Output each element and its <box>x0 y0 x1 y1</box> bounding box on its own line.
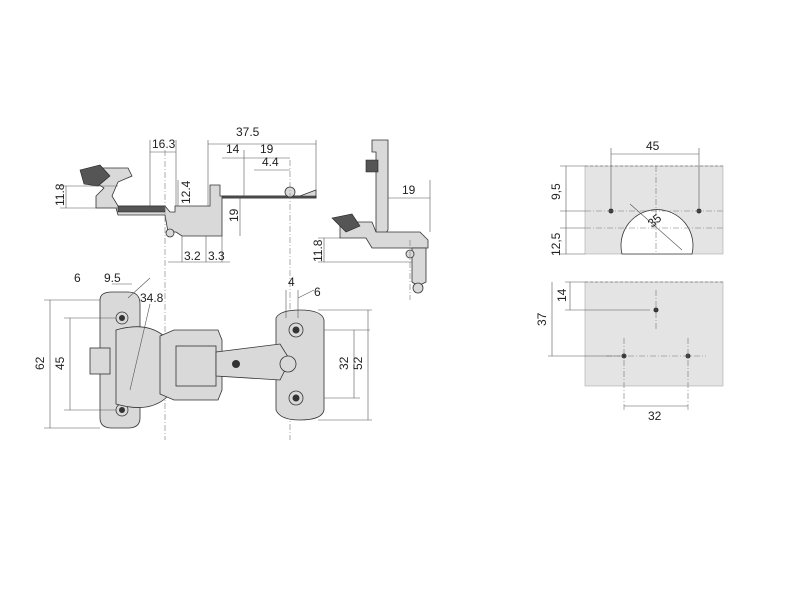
dim-34-8: 34.8 <box>140 291 164 305</box>
dim-3-3: 3.3 <box>208 249 225 263</box>
dim-9-5-door: 9,5 <box>549 183 563 200</box>
frame-drilling-pattern: 14 37 32 <box>535 281 724 423</box>
dim-16-3: 16.3 <box>152 137 176 151</box>
dim-19-top: 19 <box>260 142 274 156</box>
dim-52: 52 <box>351 356 365 370</box>
dim-14-frame: 14 <box>555 288 569 302</box>
dim-19-vert: 19 <box>227 208 241 222</box>
dim-37-frame: 37 <box>535 312 549 326</box>
dim-45-door: 45 <box>646 139 660 153</box>
dim-62: 62 <box>33 356 47 370</box>
dim-6-left: 6 <box>74 271 81 285</box>
dim-6-right: 6 <box>314 285 321 299</box>
door-drilling-pattern: 45 9,5 12,5 35 <box>549 139 724 256</box>
dim-11-8-side: 11.8 <box>311 239 325 262</box>
dim-9-5: 9.5 <box>104 271 121 285</box>
hinge-side-view: 19 11.8 <box>311 139 431 300</box>
dim-37-5: 37.5 <box>236 125 260 139</box>
dim-12-4: 12.4 <box>179 180 193 204</box>
dim-3-2: 3.2 <box>184 249 201 263</box>
dim-32-frame: 32 <box>648 409 662 423</box>
dim-4-4: 4.4 <box>262 155 279 169</box>
dim-45-plan: 45 <box>53 356 67 370</box>
dim-19-side: 19 <box>402 183 416 197</box>
dim-14: 14 <box>226 142 240 156</box>
dim-11-8-left: 11.8 <box>53 183 67 206</box>
dim-32-plan: 32 <box>337 356 351 370</box>
dim-12-5-door: 12,5 <box>549 232 563 256</box>
hinge-section-view: 16.3 11.8 12.4 37.5 14 19 4.4 19 3.2 3.3 <box>53 125 317 440</box>
dim-4: 4 <box>288 275 295 289</box>
hinge-plan-view: 6 9.5 34.8 4 6 62 45 32 52 <box>33 271 372 429</box>
